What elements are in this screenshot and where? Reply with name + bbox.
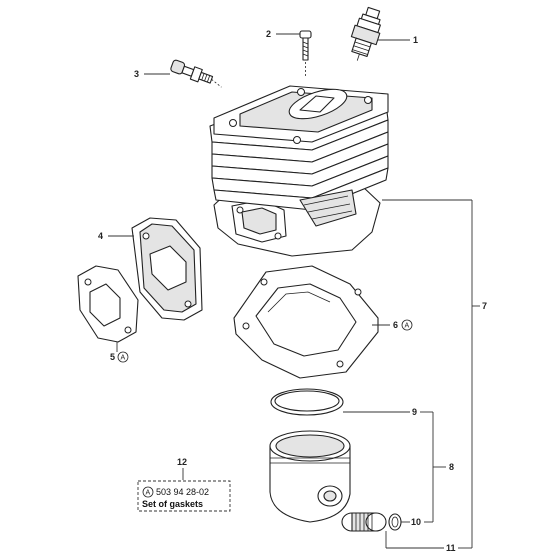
cylinder-base-gasket [233, 265, 379, 379]
callout-1: 1 [413, 35, 418, 45]
callout-7: 7 [482, 301, 487, 311]
gasket-kit-box: A 503 94 28-02 Set of gaskets [137, 480, 231, 512]
callout-12: 12 [177, 457, 187, 467]
callout-11: 11 [446, 543, 456, 553]
spark-plug [350, 6, 381, 61]
kit-marker-5-letter: A [121, 355, 126, 362]
callout-labels: 1 2 3 4 5 6 7 8 9 10 11 12 [98, 29, 487, 553]
callout-10: 10 [411, 517, 421, 527]
kit-box-marker-letter: A [146, 490, 151, 497]
kit-marker-6-letter: A [405, 323, 410, 330]
screw [299, 30, 312, 78]
callout-6: 6 [393, 320, 398, 330]
kit-marker-6: A [401, 319, 413, 331]
piston [269, 430, 351, 523]
callout-4: 4 [98, 231, 103, 241]
callout-2: 2 [266, 29, 271, 39]
callout-9: 9 [412, 407, 417, 417]
kit-marker-5: A [117, 351, 129, 363]
insulator-plate [131, 217, 203, 321]
circlip [388, 513, 402, 531]
needle-bearing [341, 512, 387, 532]
callout-5: 5 [110, 352, 115, 362]
kit-part-number: 503 94 28-02 [156, 487, 209, 497]
piston-ring [270, 388, 344, 416]
leader-lines [108, 33, 480, 549]
cylinder [209, 85, 389, 257]
kit-description: Set of gaskets [142, 499, 203, 509]
callout-8: 8 [449, 462, 454, 472]
intake-gasket [77, 265, 139, 343]
callout-3: 3 [134, 69, 139, 79]
decompression-valve [170, 59, 222, 88]
